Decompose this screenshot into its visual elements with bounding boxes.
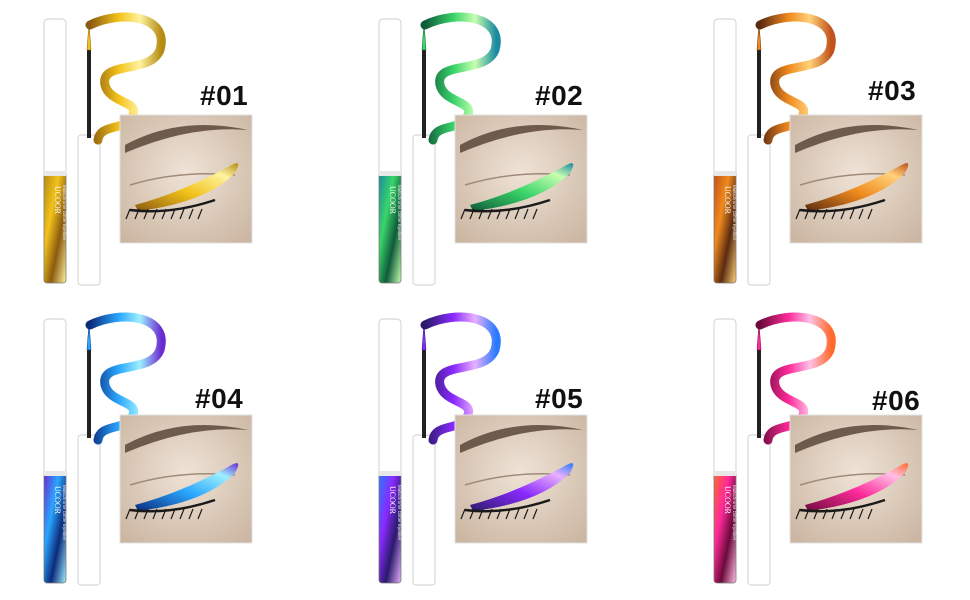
eye-photo [119,114,253,244]
tube-brand-text: UCOOR [53,186,62,215]
tube-small-print: Multichrome Glitter Eyeliner [62,185,67,241]
shade-number-label: #01 [200,80,249,111]
eye-photo [454,414,588,544]
tube-brand-text: UCOOR [388,186,397,215]
applicator-wand [412,322,436,586]
shade-number-label: #03 [868,75,917,106]
tube-brand-text: UCOOR [53,486,62,515]
tube-brand-text: UCOOR [388,486,397,515]
eye-photo [789,414,923,544]
tube-small-print: Multichrome Glitter Eyeliner [62,485,67,541]
shade-number-label: #02 [535,80,584,111]
shade-number-label: #05 [535,383,584,414]
applicator-wand [747,322,771,586]
tube-small-print: Multichrome Glitter Eyeliner [732,185,737,241]
tube-small-print: Multichrome Glitter Eyeliner [732,485,737,541]
tube-brand-text: UCOOR [723,486,732,515]
eye-photo [789,114,923,244]
tube-small-print: Multichrome Glitter Eyeliner [397,485,402,541]
shade-number-label: #04 [195,383,244,414]
eye-photo [454,114,588,244]
applicator-wand [412,22,436,286]
tube-small-print: Multichrome Glitter Eyeliner [397,185,402,241]
tube-brand-text: UCOOR [723,186,732,215]
applicator-wand [77,22,101,286]
eye-photo [119,414,253,544]
applicator-wand [747,22,771,286]
shade-number-label: #06 [872,385,921,416]
applicator-wand [77,322,101,586]
